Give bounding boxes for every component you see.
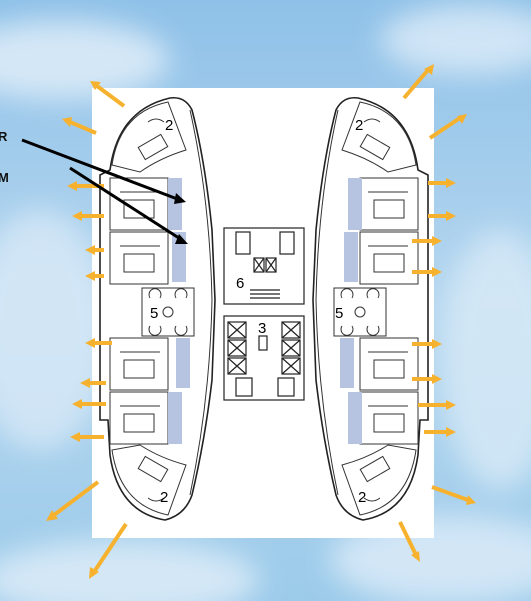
label-corner-bottom-right: 2 xyxy=(358,489,366,506)
glazing-strips xyxy=(168,178,362,444)
label-core-top: 6 xyxy=(236,275,244,292)
label-core-center: 3 xyxy=(258,320,266,337)
arrow-left-group xyxy=(46,81,128,579)
view-arrows xyxy=(46,64,476,579)
label-corner-top-left: 2 xyxy=(165,117,173,134)
label-lobby-left: 5 xyxy=(150,305,158,322)
corner-room-top-left xyxy=(111,101,187,173)
right-corridor-curve xyxy=(315,109,339,496)
corner-room-bottom-left xyxy=(111,444,187,516)
cloud-shapes xyxy=(0,5,531,601)
lobby-areas xyxy=(141,287,387,337)
left-corridor-curve xyxy=(189,109,213,496)
label-lobby-right: 5 xyxy=(335,305,343,322)
label-corner-bottom-left: 2 xyxy=(160,489,168,506)
label-corner-top-right: 2 xyxy=(355,117,363,134)
arrow-right-group xyxy=(398,64,476,562)
central-core xyxy=(223,227,305,401)
callout-lines xyxy=(21,138,188,244)
corner-room-bottom-right xyxy=(341,444,417,516)
corner-room-top-right xyxy=(341,101,417,173)
corner-furniture xyxy=(137,118,391,502)
callout-partial-text-top: R xyxy=(0,129,8,144)
callout-partial-text-bottom: M xyxy=(0,170,9,185)
